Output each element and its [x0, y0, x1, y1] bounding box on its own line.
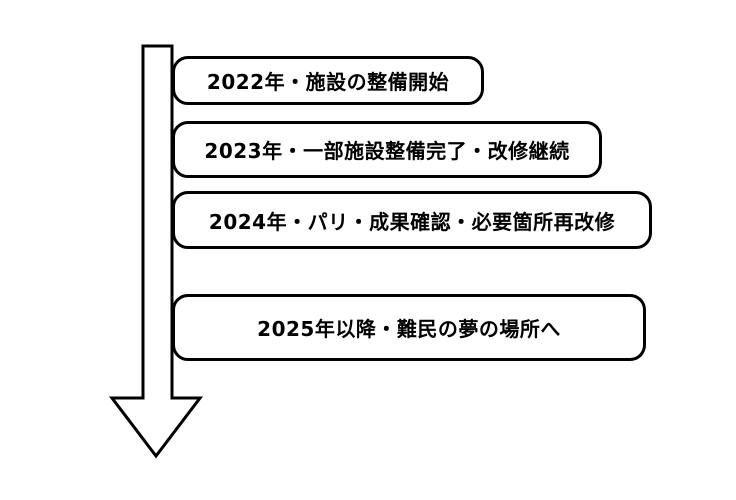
timeline-item-2022: 2022年・施設の整備開始 — [172, 56, 484, 105]
timeline-item-label: 2024年・パリ・成果確認・必要箇所再改修 — [208, 209, 616, 234]
timeline-item-label: 2022年・施設の整備開始 — [206, 70, 450, 94]
timeline-item-2023: 2023年・一部施設整備完了・改修継続 — [172, 121, 602, 178]
timeline-item-label: 2023年・一部施設整備完了・改修継続 — [204, 139, 570, 163]
timeline-item-2024: 2024年・パリ・成果確認・必要箇所再改修 — [172, 191, 652, 249]
timeline-item-2025-onward: 2025年以降・難民の夢の場所へ — [172, 294, 646, 361]
timeline-item-label: 2025年以降・難民の夢の場所へ — [257, 317, 561, 341]
